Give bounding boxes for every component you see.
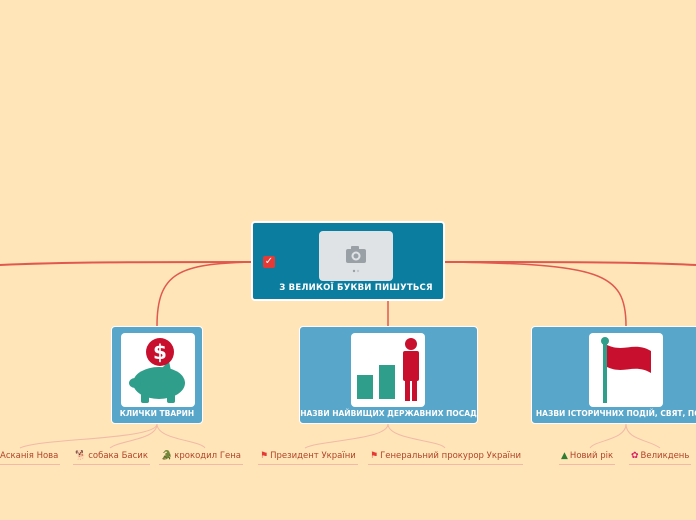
bar-chart-person-icon xyxy=(351,333,425,407)
leaf-item[interactable]: 🐕собака Басик xyxy=(73,448,150,465)
link-root-sub1 xyxy=(156,261,252,327)
link-sub2-leaf1 xyxy=(304,423,389,449)
camera-icon xyxy=(319,231,393,281)
subtopic-historical-events[interactable]: НАЗВИ ІСТОРИЧНИХ ПОДІЙ, СВЯТ, ПОС xyxy=(531,326,696,424)
link-sub1-leaf2 xyxy=(109,423,158,449)
leaf-item[interactable]: 🐊крокодил Гена xyxy=(159,448,243,465)
subtopic-label: НАЗВИ НАЙВИЩИХ ДЕРЖАВНИХ ПОСАД xyxy=(300,409,477,418)
link-sub3-leaf1 xyxy=(589,423,627,449)
checkbox-checked-icon[interactable]: ✓ xyxy=(263,256,275,268)
dog-icon: 🐕 xyxy=(75,451,87,461)
link-root-sub3 xyxy=(444,261,627,327)
leaf-item[interactable]: ⚑Президент України xyxy=(258,448,358,465)
root-label: З ВЕЛИКОЇ БУКВИ ПИШУТЬСЯ xyxy=(279,283,433,293)
link-root-left xyxy=(0,261,252,266)
subtopic-animal-names[interactable]: $ КЛИЧКИ ТВАРИН xyxy=(111,326,203,424)
link-sub1-leaf1 xyxy=(19,423,158,449)
link-root-right xyxy=(444,261,696,266)
crocodile-icon: 🐊 xyxy=(161,451,173,461)
svg-text:$: $ xyxy=(153,340,167,364)
link-sub1-leaf3 xyxy=(156,423,206,449)
flag-icon xyxy=(589,333,663,407)
subtopic-label: НАЗВИ ІСТОРИЧНИХ ПОДІЙ, СВЯТ, ПОС xyxy=(535,409,696,418)
leaf-item[interactable]: ⚑Генеральний прокурор України xyxy=(368,448,524,465)
link-sub2-leaf2 xyxy=(387,423,446,449)
piggy-bank-icon: $ xyxy=(121,333,195,407)
subtopic-state-positions[interactable]: НАЗВИ НАЙВИЩИХ ДЕРЖАВНИХ ПОСАД xyxy=(299,326,478,424)
tree-icon: ▲ xyxy=(561,451,568,461)
root-topic[interactable]: ✓ З ВЕЛИКОЇ БУКВИ ПИШУТЬСЯ xyxy=(251,221,445,301)
link-sub3-leaf2 xyxy=(625,423,661,449)
flower-icon: ✿ xyxy=(631,451,639,461)
leaf-item[interactable]: Асканія Нова xyxy=(0,448,61,465)
leaf-item[interactable]: ✿Великдень xyxy=(629,448,692,465)
leaf-item[interactable]: ▲Новий рік xyxy=(559,448,616,465)
red-flag-icon: ⚑ xyxy=(370,451,379,461)
subtopic-label: КЛИЧКИ ТВАРИН xyxy=(119,409,195,418)
red-flag-icon: ⚑ xyxy=(260,451,269,461)
